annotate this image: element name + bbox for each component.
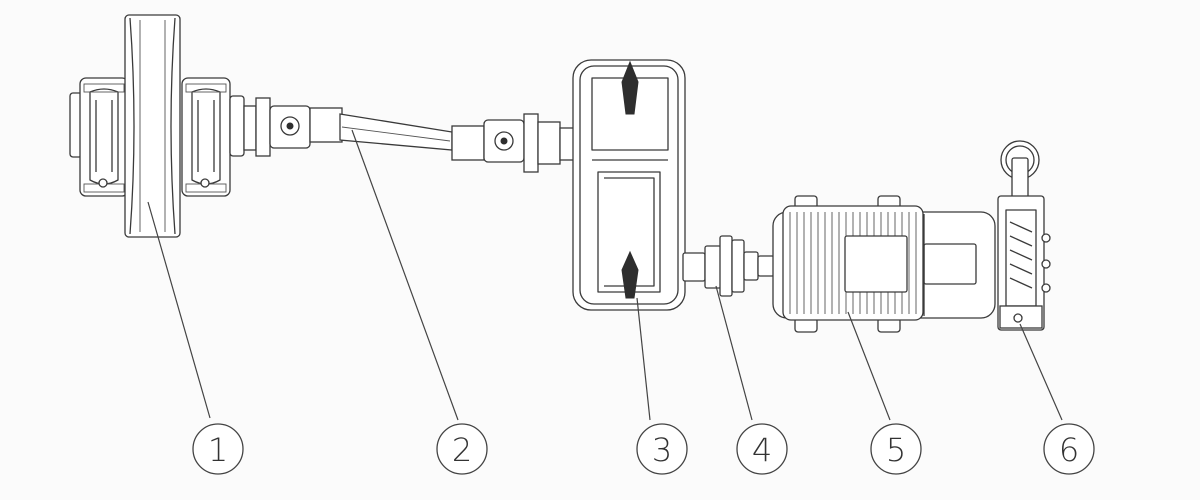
track-wheel bbox=[124, 14, 181, 238]
leader-5 bbox=[847, 311, 891, 421]
callout-4: 4 bbox=[736, 423, 788, 475]
leader-1 bbox=[147, 201, 211, 419]
callout-1-label: 1 bbox=[208, 431, 228, 469]
callout-6: 6 bbox=[1043, 423, 1095, 475]
callout-2-label: 2 bbox=[452, 431, 472, 469]
wheel-assembly bbox=[69, 14, 245, 238]
leader-3 bbox=[636, 297, 651, 421]
callout-5: 5 bbox=[870, 423, 922, 475]
callout-1: 1 bbox=[192, 423, 244, 475]
right-bearing-block bbox=[181, 77, 245, 197]
leader-4 bbox=[715, 285, 753, 421]
callout-6-label: 6 bbox=[1059, 431, 1079, 469]
coupling bbox=[682, 235, 775, 297]
brake-unit bbox=[997, 140, 1051, 331]
callout-2: 2 bbox=[436, 423, 488, 475]
callout-5-label: 5 bbox=[886, 431, 906, 469]
gear-reducer bbox=[572, 59, 686, 311]
left-bearing-block bbox=[69, 77, 129, 197]
callout-4-label: 4 bbox=[752, 431, 772, 469]
leader-6 bbox=[1019, 323, 1063, 421]
leader-lines bbox=[147, 129, 1063, 421]
cardan-shaft bbox=[243, 97, 575, 173]
callout-3-label: 3 bbox=[652, 431, 672, 469]
electric-motor bbox=[772, 195, 996, 333]
leader-2 bbox=[351, 129, 459, 421]
callout-3: 3 bbox=[636, 423, 688, 475]
